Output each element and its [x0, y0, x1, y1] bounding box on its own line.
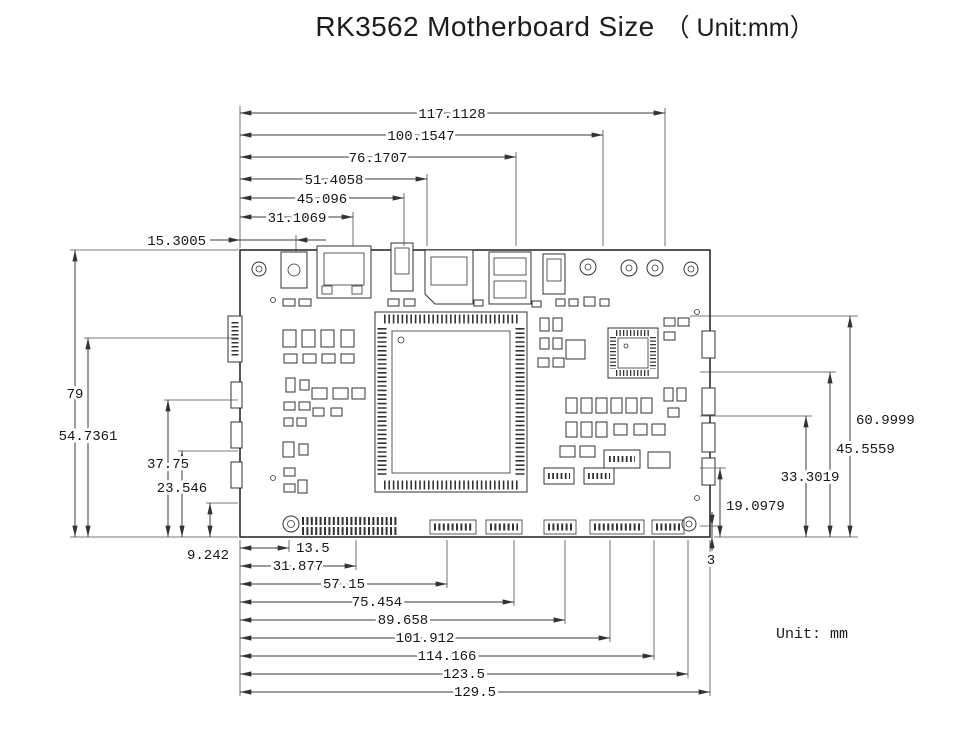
component-clusters [270, 296, 700, 501]
dim-label-13-5: 13.5 [296, 541, 330, 557]
dc-jack [280, 251, 308, 289]
dim-label-57-15: 57.15 [323, 577, 365, 593]
dim-label-123-5: 123.5 [443, 667, 485, 683]
dim-label-54-7361: 54.7361 [59, 429, 118, 445]
page-title: RK3562 Motherboard Size [315, 11, 655, 42]
title-unit-label: （ Unit:mm） [664, 14, 815, 42]
title-bar: RK3562 Motherboard Size （ Unit:mm） [170, 8, 960, 44]
dimension-lines [72, 110, 853, 695]
dim-label-23-546: 23.546 [157, 481, 207, 497]
dim-label-89-658: 89.658 [378, 613, 428, 629]
dim-label-79: 79 [67, 387, 84, 403]
dim-label-75-454: 75.454 [352, 595, 402, 611]
usb-port-small [390, 242, 414, 292]
left-edge-connectors [227, 315, 243, 489]
dim-label-45-096: 45.096 [297, 192, 347, 208]
dim-label-37-75: 37.75 [147, 457, 189, 473]
dim-label-31-1069: 31.1069 [268, 211, 327, 227]
right-edge-connectors [701, 330, 716, 486]
small-connector [542, 253, 566, 295]
dim-label-45-5559: 45.5559 [836, 442, 895, 458]
sd-card-slot [424, 249, 474, 305]
dim-label-101-912: 101.912 [396, 631, 455, 647]
dim-label-15-3005: 15.3005 [147, 234, 206, 250]
dim-label-117-1128: 117.1128 [418, 107, 485, 123]
dim-label-51-4058: 51.4058 [305, 173, 364, 189]
dim-label-76-1707: 76.1707 [349, 151, 408, 167]
dim-label-100-1547: 100.1547 [387, 129, 454, 145]
usb-double-port [488, 251, 532, 305]
bottom-pin-headers [302, 517, 685, 535]
dim-label-9-242: 9.242 [187, 548, 229, 564]
dim-label-19-0979: 19.0979 [726, 499, 785, 515]
antenna-connectors [579, 258, 664, 277]
ethernet-port [316, 245, 372, 299]
dim-label-114-166: 114.166 [418, 649, 477, 665]
dim-label-31-877: 31.877 [273, 559, 323, 575]
mounting-holes [251, 261, 699, 533]
dimension-labels: 117.1128 100.1547 76.1707 51.4058 45.096… [56, 104, 918, 704]
dim-label-33-3019: 33.3019 [781, 470, 840, 486]
main-soc-chip [374, 311, 528, 493]
board [227, 242, 716, 538]
top-edge-connectors [280, 242, 664, 305]
dim-label-3: 3 [707, 553, 715, 569]
dim-label-60-9999: 60.9999 [856, 413, 915, 429]
unit-note: Unit: mm [776, 626, 848, 643]
dim-label-129-5: 129.5 [454, 685, 496, 701]
pmic-chip [607, 327, 659, 379]
